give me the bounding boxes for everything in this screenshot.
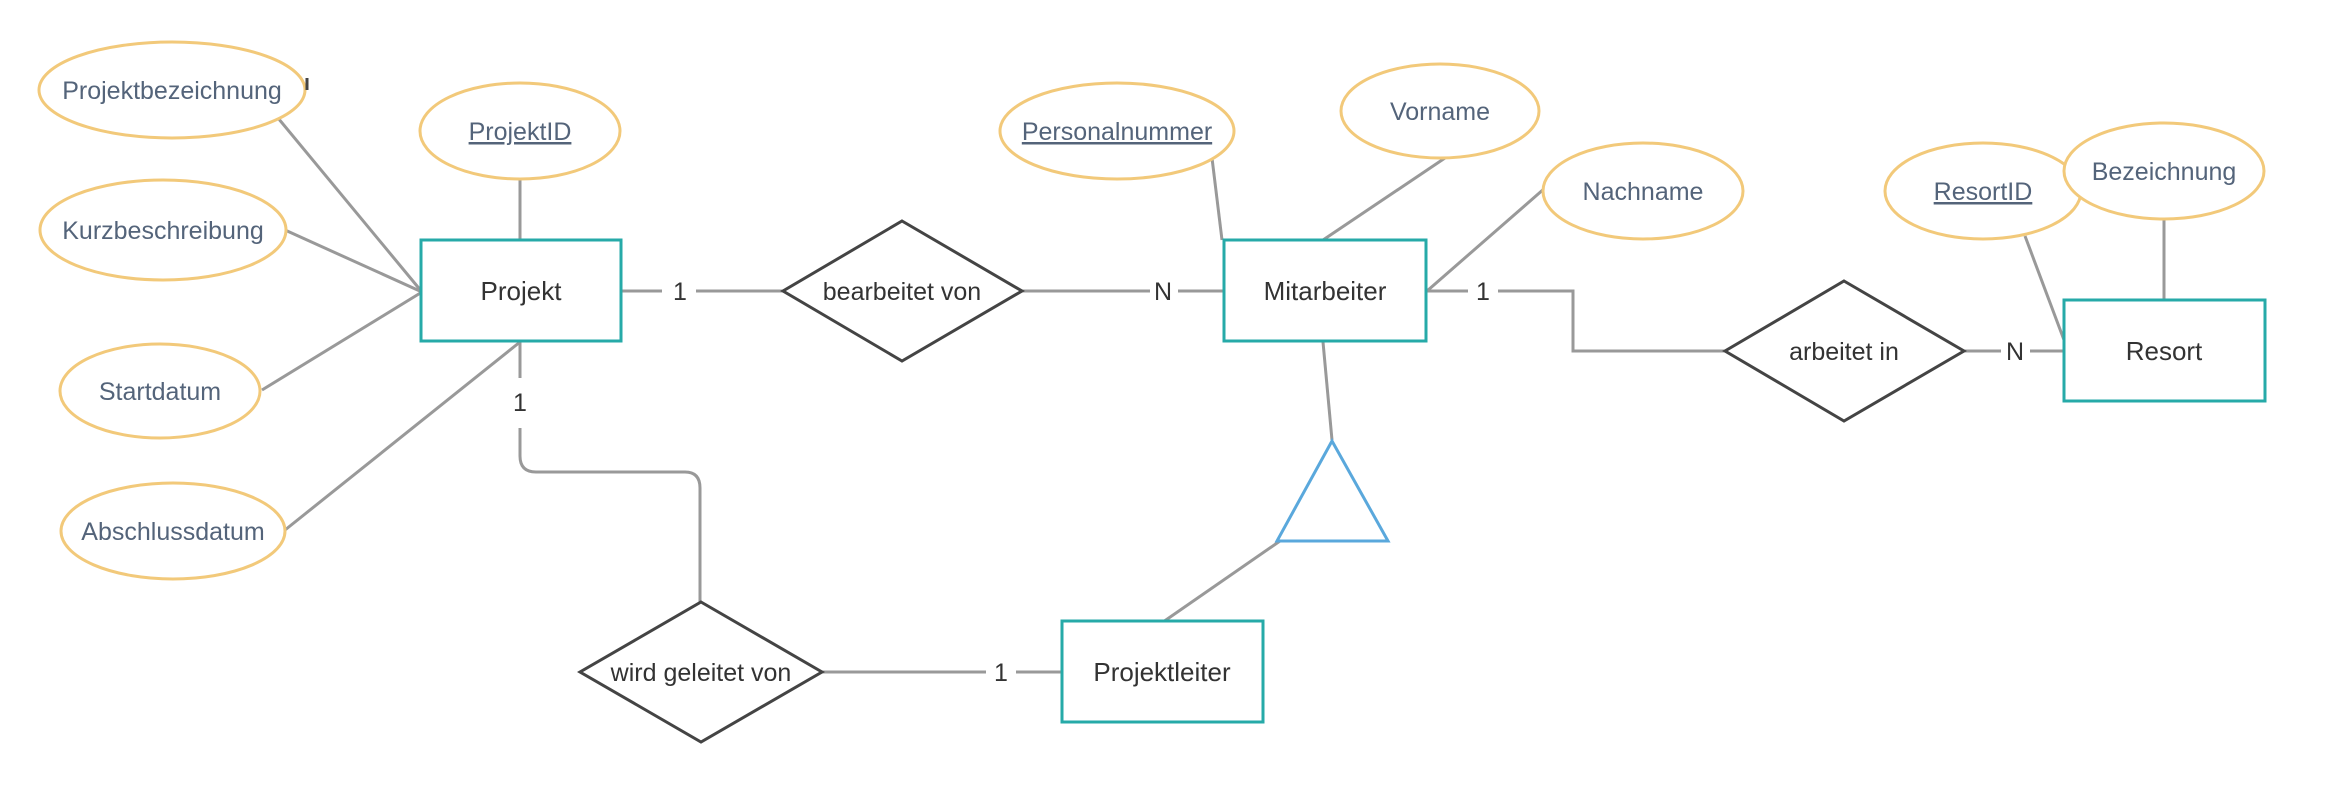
attribute-bezeichnung: Bezeichnung xyxy=(2062,121,2266,221)
connector-mitarbeiter-arbeitet-b xyxy=(1498,289,1725,353)
relationship-wird-geleitet-von: wird geleitet von xyxy=(577,600,825,744)
connector-abschlussdatum xyxy=(284,340,521,532)
attribute-projektid: ProjektID xyxy=(418,81,622,181)
entity-mitarbeiter: Mitarbeiter xyxy=(1222,238,1428,343)
cardinality-projekt-geleitet: 1 xyxy=(513,389,527,417)
entities: Projekt Mitarbeiter Resort Projektleiter xyxy=(419,238,2267,724)
relationship-label: wird geleitet von xyxy=(610,659,792,687)
cardinality-geleitet-projektleiter: 1 xyxy=(994,659,1008,687)
entity-label: Projekt xyxy=(481,276,563,306)
isa-triangle-icon xyxy=(1274,437,1391,543)
attribute-label: Nachname xyxy=(1583,178,1704,206)
connector-kurzbeschreibung xyxy=(284,228,423,294)
relationships: bearbeitet von arbeitet in wird geleitet… xyxy=(577,219,1967,744)
attribute-startdatum: Startdatum xyxy=(58,342,262,440)
relationship-bearbeitet-von: bearbeitet von xyxy=(780,219,1025,363)
entity-label: Mitarbeiter xyxy=(1264,276,1387,306)
entity-label: Projektleiter xyxy=(1093,657,1231,687)
attribute-label: Abschlussdatum xyxy=(81,518,264,546)
attribute-abschlussdatum: Abschlussdatum xyxy=(59,481,287,581)
attribute-resortid: ResortID xyxy=(1883,141,2083,241)
attribute-kurzbeschreibung: Kurzbeschreibung xyxy=(38,178,288,282)
entity-projekt: Projekt xyxy=(419,238,623,343)
attribute-key-label: ResortID xyxy=(1934,178,2033,206)
connector-isa-projektleiter xyxy=(1162,539,1281,624)
attribute-key-label: Personalnummer xyxy=(1022,118,1212,146)
cardinality-arbeitet-resort: N xyxy=(2006,338,2024,366)
cardinality-projekt-bearbeitet: 1 xyxy=(673,278,687,306)
connector-projekt-geleitet-b xyxy=(518,428,702,602)
connector-resortid xyxy=(2023,235,2066,341)
cardinalities: 1 N 1 N 1 1 xyxy=(513,278,2024,687)
attribute-nachname: Nachname xyxy=(1541,141,1745,241)
attribute-label: Startdatum xyxy=(99,378,221,406)
entity-projektleiter: Projektleiter xyxy=(1060,619,1265,724)
connector-nachname xyxy=(1426,186,1546,293)
attribute-projektbezeichnung: Projektbezeichnung xyxy=(37,40,309,140)
cardinality-mitarbeiter-arbeitet: 1 xyxy=(1476,278,1490,306)
entity-resort: Resort xyxy=(2062,298,2267,403)
attribute-key-label: ProjektID xyxy=(469,118,572,146)
cardinality-bearbeitet-mitarbeiter: N xyxy=(1154,278,1172,306)
entity-label: Resort xyxy=(2126,336,2203,366)
connector-vorname xyxy=(1322,156,1446,242)
connector-personalnummer xyxy=(1210,157,1224,241)
attribute-label: Kurzbeschreibung xyxy=(62,217,264,245)
attribute-label: Projektbezeichnung xyxy=(62,77,282,105)
connector-startdatum xyxy=(261,290,423,392)
attribute-personalnummer: Personalnummer xyxy=(998,81,1236,181)
attribute-vorname: Vorname xyxy=(1339,62,1541,160)
attributes: Projektbezeichnung Kurzbeschreibung Star… xyxy=(37,40,2266,581)
attribute-label: Bezeichnung xyxy=(2092,158,2237,186)
relationship-label: bearbeitet von xyxy=(823,278,981,306)
attribute-label: Vorname xyxy=(1390,98,1490,126)
connectors xyxy=(261,117,2166,674)
relationship-label: arbeitet in xyxy=(1789,338,1899,366)
connector-projektbezeichnung xyxy=(276,117,424,293)
relationship-arbeitet-in: arbeitet in xyxy=(1722,279,1967,423)
connector-mitarbeiter-isa xyxy=(1321,341,1334,441)
